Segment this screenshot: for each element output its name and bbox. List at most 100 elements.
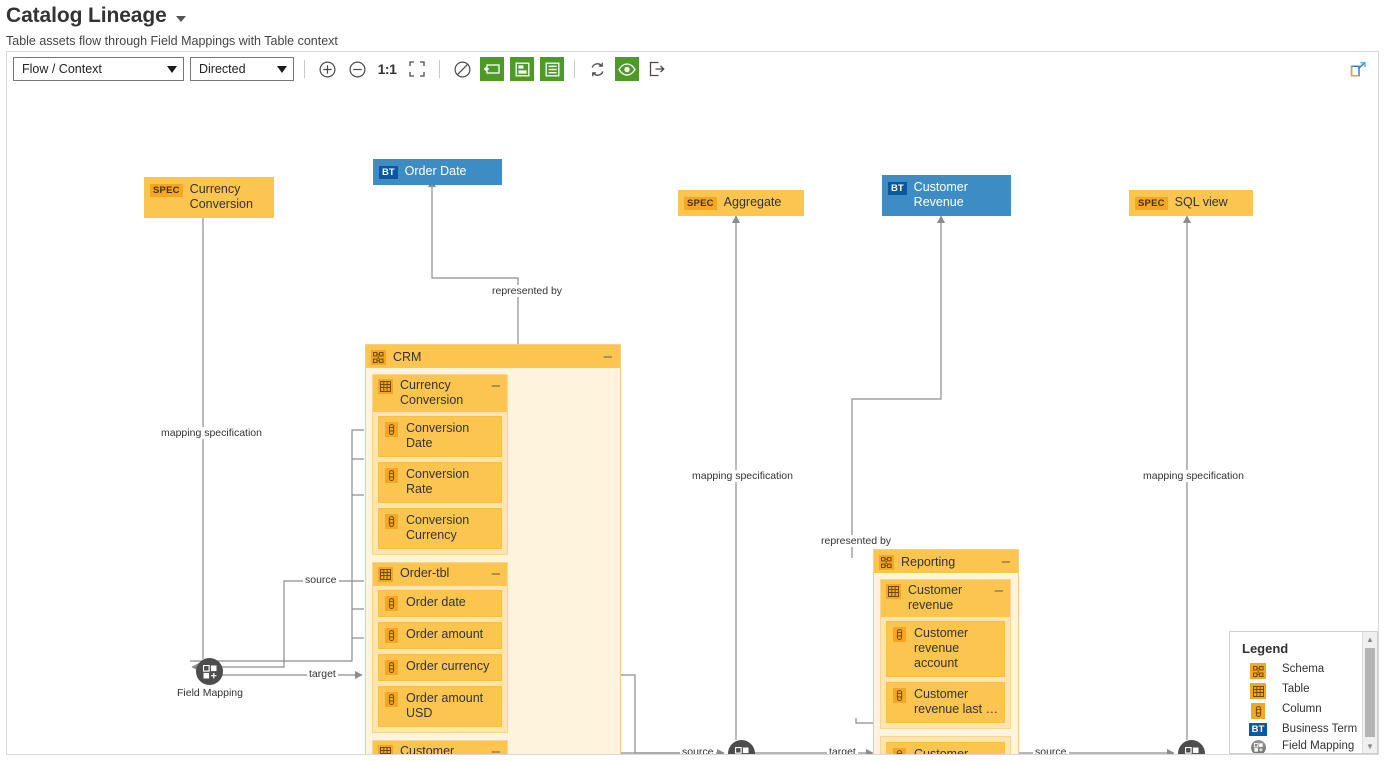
collapse-panel-icon[interactable] — [480, 57, 504, 81]
schema-body: Customer revenue – Customer revenue acco… — [874, 573, 1018, 754]
spec-badge: SPEC — [684, 197, 717, 210]
chevron-down-icon — [167, 65, 177, 73]
node-label: SQL view — [1174, 195, 1228, 209]
legend-label: Business Term — [1282, 723, 1358, 735]
column-icon — [385, 596, 398, 611]
node-label: Order Date — [404, 164, 467, 178]
column-name: Conversion Rate — [406, 467, 470, 496]
column-name: Customer revenue account — [914, 626, 969, 670]
field-mapping-node-2[interactable] — [728, 740, 755, 754]
column-icon — [385, 660, 398, 675]
layout-vertical-icon[interactable] — [510, 57, 534, 81]
schema-reporting[interactable]: Reporting – Customer revenue – — [873, 549, 1019, 754]
table-columns: Order date Order amount — [373, 586, 507, 732]
legend-item-business-term: BT Business Term — [1242, 723, 1362, 736]
page-title: Catalog Lineage — [6, 4, 167, 27]
collapse-toggle[interactable]: – — [491, 743, 500, 754]
column-order-amount[interactable]: Order amount — [378, 622, 502, 649]
legend-label: Table — [1282, 683, 1310, 695]
schema-header[interactable]: CRM – — [366, 345, 620, 368]
chevron-up-icon[interactable]: ▲ — [1366, 634, 1374, 644]
column-conversion-date[interactable]: Conversion Date — [378, 416, 502, 457]
column-order-amount-usd[interactable]: Order amount USD — [378, 686, 502, 727]
table-customer[interactable]: Customer – Customer account — [372, 740, 508, 754]
table-header[interactable]: Customer revenue – — [881, 580, 1010, 617]
field-mapping-node-1[interactable] — [196, 658, 223, 685]
column-name: Customer revenue … — [914, 747, 969, 754]
legend-content: Legend Schema — [1230, 632, 1362, 753]
table-name: Customer — [400, 744, 455, 754]
eye-icon[interactable] — [615, 57, 639, 81]
column-name: Customer revenue last … — [914, 687, 999, 716]
bt-badge: BT — [1248, 723, 1268, 736]
column-order-date[interactable]: Order date — [378, 590, 502, 617]
table-order-tbl[interactable]: Order-tbl – Order date — [372, 562, 508, 733]
refresh-icon[interactable] — [585, 57, 609, 81]
collapse-toggle[interactable]: – — [491, 377, 500, 394]
field-mapping-node-3[interactable] — [1178, 740, 1205, 754]
column-order-currency[interactable]: Order currency — [378, 654, 502, 681]
chevron-down-icon[interactable]: ▼ — [1366, 741, 1374, 751]
legend-title: Legend — [1242, 641, 1289, 656]
layout-list-icon[interactable] — [540, 57, 564, 81]
no-filter-icon[interactable] — [450, 57, 474, 81]
table-name: Currency Conversion — [400, 378, 464, 407]
column-name: Conversion Date — [406, 421, 470, 450]
table-icon — [886, 584, 901, 599]
flow-context-select[interactable]: Flow / Context — [13, 57, 184, 81]
node-aggregate-spec[interactable]: SPEC Aggregate — [678, 190, 804, 216]
open-external-icon[interactable] — [1346, 57, 1370, 81]
direction-select[interactable]: Directed — [190, 57, 294, 81]
column-icon — [893, 688, 906, 703]
fit-to-screen-icon[interactable] — [405, 57, 429, 81]
schema-crm[interactable]: CRM – Currency Conversion – — [365, 344, 621, 754]
scrollbar-thumb[interactable] — [1365, 648, 1375, 737]
chevron-down-icon[interactable] — [175, 16, 186, 22]
node-order-date-business-term[interactable]: BT Order Date — [373, 159, 502, 185]
zoom-in-icon[interactable] — [315, 57, 339, 81]
toolbar-divider — [439, 60, 440, 78]
edge-label-mapping-specification-2: mapping specification — [690, 470, 795, 482]
schema-body: Currency Conversion – Conversion Date — [366, 368, 620, 754]
table-header[interactable]: Order-tbl – — [373, 563, 507, 586]
table-columns: Conversion Date Conversion Rate — [373, 412, 507, 554]
column-customer-revenue-last[interactable]: Customer revenue last … — [886, 682, 1005, 723]
chevron-down-icon — [277, 65, 287, 73]
legend-scrollbar[interactable]: ▲ ▼ — [1362, 632, 1377, 753]
zoom-reset-label: 1:1 — [377, 61, 397, 77]
column-icon — [1242, 703, 1274, 719]
collapse-toggle[interactable]: – — [491, 565, 500, 582]
table-header[interactable]: Customer – — [373, 741, 507, 754]
zoom-reset-button[interactable]: 1:1 — [375, 57, 399, 81]
legend-label: Schema — [1282, 663, 1325, 675]
node-currency-conversion-spec[interactable]: SPEC Currency Conversion — [144, 177, 274, 218]
table-icon — [378, 745, 393, 754]
collapse-toggle[interactable]: – — [1001, 553, 1010, 570]
schema-icon — [371, 349, 386, 365]
column-customer-revenue-account[interactable]: Customer revenue account — [886, 621, 1005, 677]
schema-header[interactable]: Reporting – — [874, 550, 1018, 573]
table-customer-revenue[interactable]: Customer revenue – Customer revenue acco… — [880, 579, 1011, 729]
edge-label-mapping-specification-3: mapping specification — [1141, 470, 1246, 482]
node-label: Aggregate — [723, 195, 782, 209]
node-sql-view-spec[interactable]: SPEC SQL view — [1129, 190, 1253, 216]
column-conversion-currency[interactable]: Conversion Currency — [378, 508, 502, 549]
spec-badge: SPEC — [1135, 197, 1168, 210]
edge-label-source-1: source — [303, 574, 339, 586]
zoom-out-icon[interactable] — [345, 57, 369, 81]
column-conversion-rate[interactable]: Conversion Rate — [378, 462, 502, 503]
table-header[interactable]: Currency Conversion – — [373, 375, 507, 412]
edge-label-target-1: target — [307, 668, 338, 680]
legend-item-column: Column — [1242, 703, 1362, 719]
lineage-canvas[interactable]: SPEC Currency Conversion BT Order Date S… — [7, 86, 1378, 754]
schema-name: Reporting — [901, 554, 956, 569]
node-customer-revenue-business-term[interactable]: BT Customer Revenue — [882, 175, 1011, 216]
export-icon[interactable] — [645, 57, 669, 81]
collapse-toggle[interactable]: – — [603, 348, 612, 365]
table-name: Order-tbl — [400, 566, 450, 580]
collapse-toggle[interactable]: – — [994, 582, 1003, 599]
table-currency-conversion[interactable]: Currency Conversion – Conversion Date — [372, 374, 508, 555]
column-customer-revenue[interactable]: Customer revenue … — [886, 742, 1005, 754]
node-label: Currency Conversion — [189, 182, 253, 211]
column-name: Order amount — [406, 627, 484, 641]
